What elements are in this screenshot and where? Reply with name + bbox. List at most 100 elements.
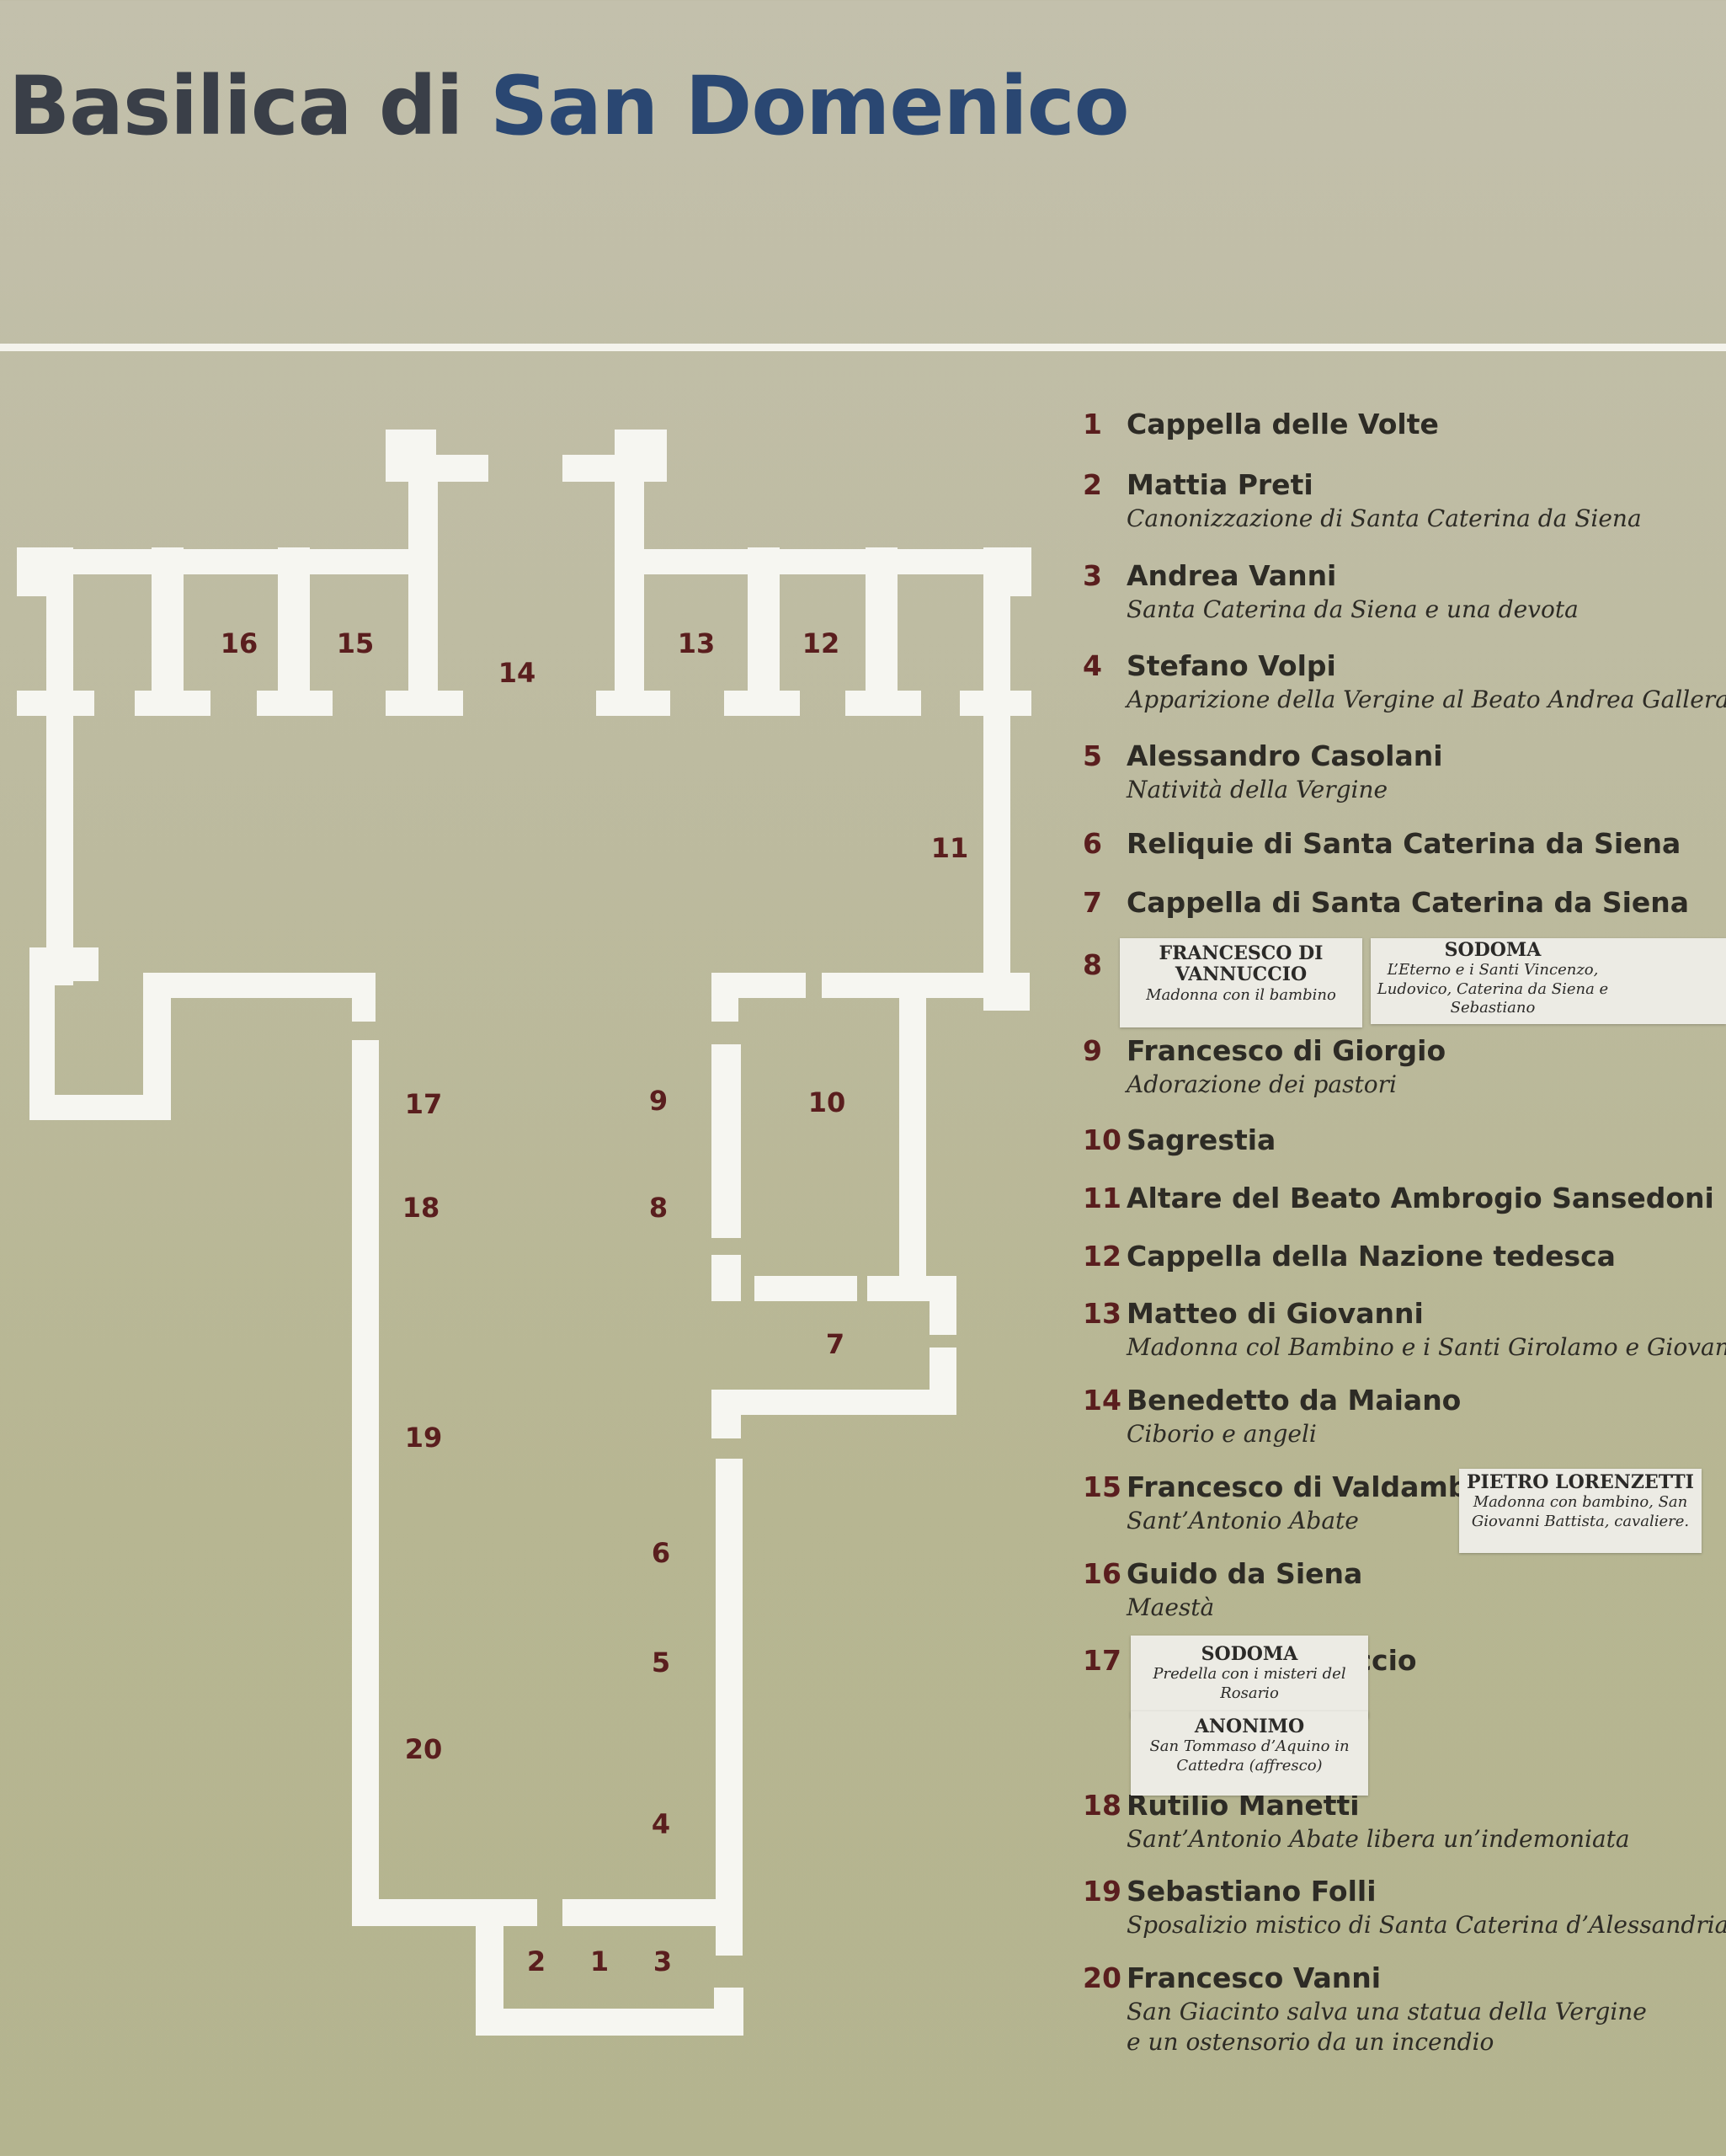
wall <box>46 547 73 985</box>
legend-number: 8 <box>1083 948 1102 981</box>
title-divider <box>0 344 1726 351</box>
sticker-sodoma-predella: SODOMA Predella con i misteri del Rosari… <box>1131 1636 1368 1718</box>
sticker-work: Madonna con bambino, San Giovanni Battis… <box>1471 1493 1690 1530</box>
legend-work: Madonna col Bambino e i Santi Girolamo e… <box>1127 1333 1726 1361</box>
legend-number: 17 <box>1083 1644 1121 1677</box>
sticker-artist: FRANCESCO DI VANNUCCIO <box>1159 942 1324 986</box>
legend-number: 1 <box>1083 408 1102 440</box>
sticker-vannuccio: FRANCESCO DI VANNUCCIO Madonna con il ba… <box>1120 938 1362 1027</box>
wall <box>899 973 926 1289</box>
legend-work: Apparizione della Vergine al Beato Andre… <box>1127 686 1726 713</box>
wall <box>152 547 184 691</box>
room-label: 3 <box>653 1945 672 1977</box>
wall <box>724 691 800 716</box>
legend-number: 16 <box>1083 1557 1121 1590</box>
legend-work-line-2: e un ostensorio da un incendio <box>1127 2028 1494 2056</box>
legend-name: Benedetto da Maiano <box>1127 1384 1462 1417</box>
legend-name: Francesco di Giorgio <box>1127 1034 1446 1067</box>
legend-name: Stefano Volpi <box>1127 649 1336 682</box>
room-label: 19 <box>405 1422 443 1454</box>
room-numbers: 1 2 3 4 5 6 7 8 9 10 11 12 13 14 15 16 1… <box>221 627 969 1977</box>
room-label: 6 <box>652 1537 670 1569</box>
legend-work: Adorazione dei pastori <box>1127 1070 1397 1098</box>
wall <box>711 973 738 1022</box>
legend-work: Santa Caterina da Siena e una devota <box>1127 595 1579 623</box>
room-label: 14 <box>498 657 536 689</box>
legend-work: Sant’Antonio Abate <box>1127 1507 1359 1534</box>
legend-name: Guido da Siena <box>1127 1557 1363 1590</box>
wall <box>930 1276 956 1335</box>
wall <box>408 455 438 716</box>
legend-number: 4 <box>1083 649 1102 682</box>
legend-work: Natività della Vergine <box>1127 776 1388 803</box>
wall <box>711 1390 741 1438</box>
page-title: Basilica di San Domenico <box>8 66 1130 147</box>
plan-walls <box>17 430 1031 2036</box>
wall <box>278 547 310 691</box>
legend-work: San Giacinto salva una statua della Verg… <box>1127 1998 1647 2025</box>
wall <box>748 547 780 691</box>
room-label: 1 <box>590 1945 609 1977</box>
legend-work: Canonizzazione di Santa Caterina da Sien… <box>1127 504 1642 532</box>
wall <box>562 1899 743 1926</box>
sticker-artist: SODOMA <box>1444 939 1542 961</box>
legend-name: Cappella della Nazione tedesca <box>1127 1240 1616 1273</box>
sticker-work: Madonna con il bambino <box>1146 985 1336 1004</box>
room-label: 2 <box>527 1945 546 1977</box>
floor-plan: 1 2 3 4 5 6 7 8 9 10 11 12 13 14 15 16 1… <box>17 430 1031 2036</box>
legend-number: 15 <box>1083 1470 1121 1503</box>
sticker-artist: ANONIMO <box>1194 1716 1305 1737</box>
legend-name: Andrea Vanni <box>1127 559 1337 592</box>
wall <box>866 547 898 691</box>
legend-number: 7 <box>1083 886 1102 919</box>
legend-number: 18 <box>1083 1789 1121 1822</box>
room-label: 11 <box>931 832 969 864</box>
legend-name: Mattia Preti <box>1127 468 1313 501</box>
legend-work: Ciborio e angeli <box>1127 1420 1317 1448</box>
wall <box>754 1276 857 1301</box>
sticker-work: San Tommaso d’Aquino in Cattedra (affres… <box>1149 1737 1350 1774</box>
title-part-1: Basilica di <box>8 59 464 153</box>
wall <box>615 455 644 716</box>
wall <box>352 1899 537 1926</box>
legend-name: Reliquie di Santa Caterina da Siena <box>1127 827 1681 860</box>
room-label: 16 <box>221 627 258 659</box>
sticker-work: L’Eterno e i Santi Vincenzo, Ludovico, C… <box>1377 961 1609 1017</box>
wall <box>17 549 438 574</box>
wall <box>615 549 1031 574</box>
room-label: 20 <box>405 1733 443 1765</box>
wall <box>711 1255 741 1301</box>
legend-number: 19 <box>1083 1875 1121 1908</box>
wall <box>135 691 210 716</box>
legend-number: 14 <box>1083 1384 1121 1417</box>
legend-number: 2 <box>1083 468 1102 501</box>
wall <box>352 973 376 1022</box>
wall <box>386 691 463 716</box>
room-label: 18 <box>402 1192 440 1224</box>
wall <box>845 691 921 716</box>
legend-number: 10 <box>1083 1123 1121 1156</box>
sticker-sodoma: SODOMA L’Eterno e i Santi Vincenzo, Ludo… <box>1371 938 1726 1024</box>
legend-name: Cappella delle Volte <box>1127 408 1439 440</box>
legend-number: 9 <box>1083 1034 1102 1067</box>
legend-number: 6 <box>1083 827 1102 860</box>
room-label: 15 <box>337 627 375 659</box>
legend-number: 12 <box>1083 1240 1121 1273</box>
wall <box>29 947 55 1120</box>
legend-number: 3 <box>1083 559 1102 592</box>
room-label: 4 <box>652 1808 670 1840</box>
legend-name: Alessandro Casolani <box>1127 739 1443 772</box>
wall <box>596 691 670 716</box>
legend-work: Sposalizio mistico di Santa Caterina d’A… <box>1127 1911 1726 1939</box>
sticker-artist: PIETRO LORENZETTI <box>1467 1471 1694 1493</box>
legend-number: 11 <box>1083 1182 1121 1214</box>
room-label: 5 <box>652 1646 670 1678</box>
wall <box>711 1390 956 1415</box>
legend-work: Maestà <box>1127 1593 1215 1621</box>
wall <box>257 691 333 716</box>
wall <box>143 973 376 998</box>
legend-name: Sebastiano Folli <box>1127 1875 1377 1908</box>
room-label: 8 <box>649 1192 668 1224</box>
legend-name: Altare del Beato Ambrogio Sansedoni <box>1127 1182 1714 1214</box>
title-part-2: San Domenico <box>489 59 1130 153</box>
